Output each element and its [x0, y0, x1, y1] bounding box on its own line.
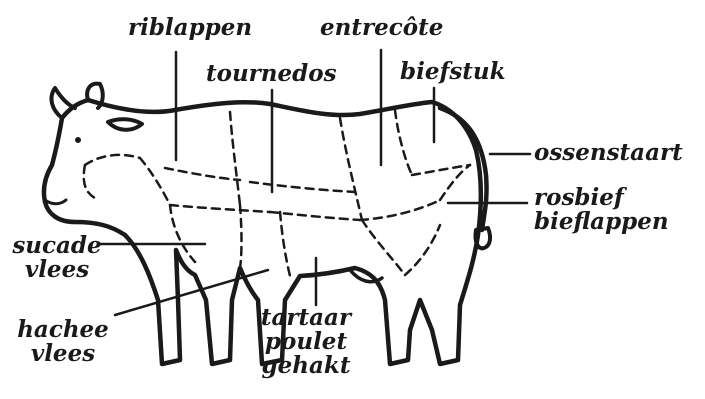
label-poulet: poulet	[254, 330, 358, 354]
label-sucade-vlees-word: vlees	[10, 258, 104, 282]
cut-lines	[84, 110, 470, 276]
label-bieflappen: bieflappen	[534, 210, 669, 234]
leader-lines	[100, 50, 530, 315]
label-gehakt: gehakt	[254, 354, 358, 378]
label-ossenstaart: ossenstaart	[534, 141, 683, 165]
label-entrecote: entrecôte	[320, 16, 443, 40]
eye	[75, 137, 81, 143]
label-rosbief-bieflappen: rosbief bieflappen	[534, 186, 669, 234]
label-tartaar: tartaar	[254, 306, 358, 330]
label-tartaar-poulet-gehakt: tartaar poulet gehakt	[254, 306, 358, 378]
label-sucade: sucade	[10, 234, 104, 258]
muzzle	[45, 200, 66, 204]
label-hachee: hachee	[14, 318, 112, 342]
label-rosbief: rosbief	[534, 186, 669, 210]
label-sucade-vlees: sucade vlees	[10, 234, 104, 282]
ear	[108, 119, 142, 130]
label-hachee-vlees: hachee vlees	[14, 318, 112, 366]
label-riblappen: riblappen	[128, 16, 252, 40]
label-tournedos: tournedos	[206, 62, 337, 86]
label-hachee-vlees-word: vlees	[14, 342, 112, 366]
label-biefstuk: biefstuk	[400, 60, 506, 84]
